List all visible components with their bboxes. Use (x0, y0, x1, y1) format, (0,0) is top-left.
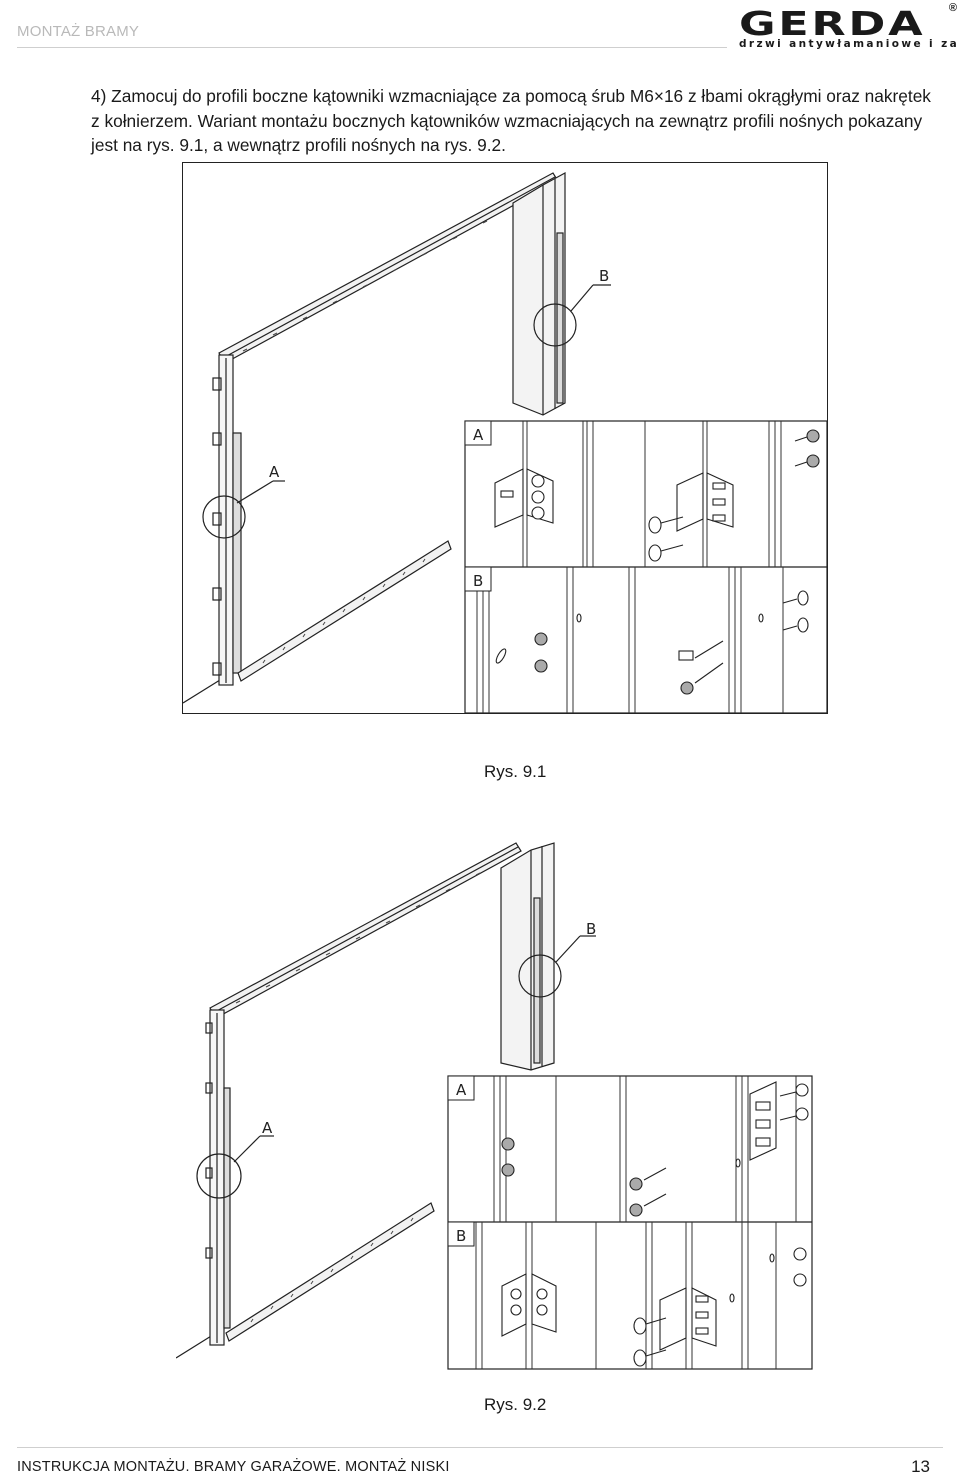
figure-9-1-caption: Rys. 9.1 (484, 762, 547, 781)
logo-tagline: drzwi antywłamaniowe i zamki (739, 38, 960, 50)
detail-panel-2 (447, 1075, 813, 1370)
detail-panel (464, 420, 827, 713)
figure-9-1: A B (182, 162, 828, 714)
detail-b-label-2: B (456, 1227, 466, 1245)
instruction-text: 4) Zamocuj do profili boczne kątowniki w… (91, 86, 931, 155)
gerda-logo: GERDA ® drzwi antywłamaniowe i zamki (735, 2, 960, 52)
callout-b-label-2: B (586, 920, 596, 938)
callout-a-label: A (269, 463, 280, 481)
header-divider (17, 47, 727, 48)
footer-document-title: INSTRUKCJA MONTAŻU. BRAMY GARAŻOWE. MONT… (17, 1459, 450, 1475)
registered-mark: ® (948, 2, 957, 14)
detail-a-label: A (473, 426, 484, 444)
detail-a-label-2: A (456, 1081, 467, 1099)
callout-a-label-2: A (262, 1119, 273, 1137)
figure-9-2-caption: Rys. 9.2 (484, 1395, 547, 1414)
figure-9-2-drawing: A B (176, 842, 813, 1370)
figure-9-2: A B (176, 798, 816, 1373)
callout-b-label: B (599, 267, 609, 285)
figure-9-1-drawing: A B (183, 171, 827, 713)
section-title: MONTAŻ BRAMY (17, 23, 140, 40)
page-number: 13 (911, 1457, 930, 1476)
logo-wordmark: GERDA (739, 4, 926, 43)
footer-divider (17, 1447, 943, 1448)
detail-b-label: B (473, 572, 483, 590)
